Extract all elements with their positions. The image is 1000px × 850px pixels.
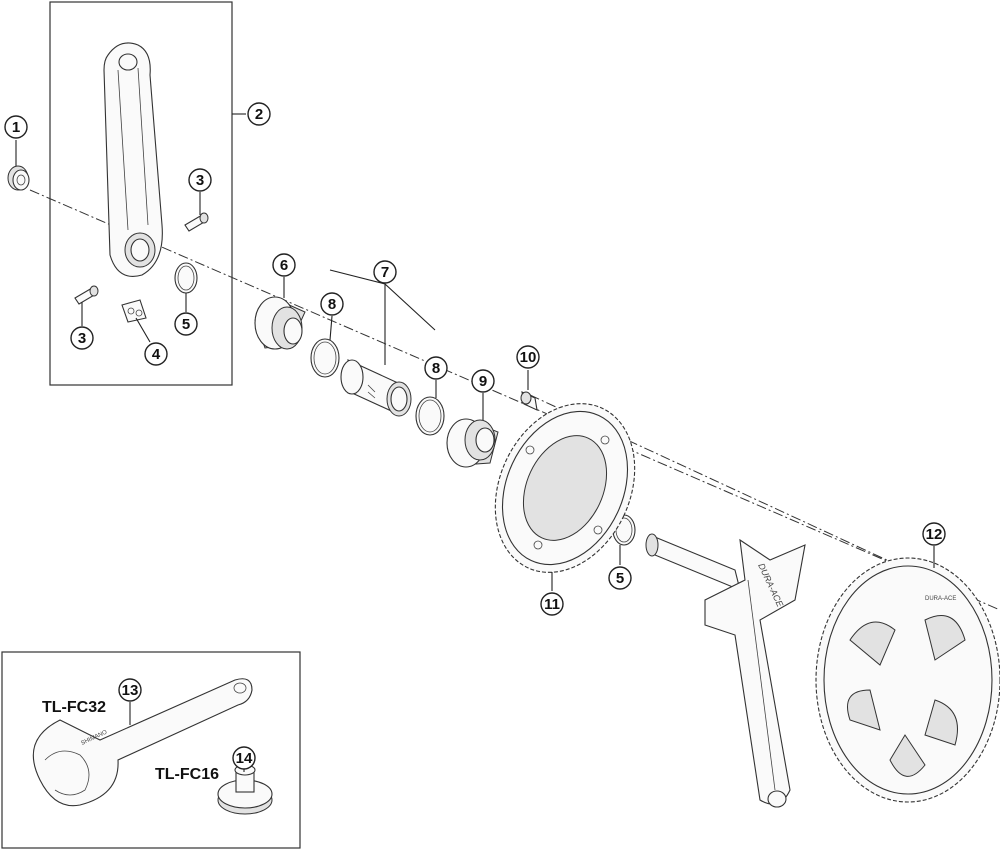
callout-10: 10: [516, 345, 540, 369]
tool-label-tl-fc16: TL-FC16: [155, 766, 219, 783]
outer-chainring: DURA-ACE: [815, 557, 1000, 803]
svg-text:2: 2: [255, 106, 263, 123]
callout-6: 6: [272, 253, 296, 277]
o-ring-left: [310, 338, 340, 378]
svg-text:13: 13: [122, 682, 139, 699]
svg-text:14: 14: [236, 750, 253, 767]
svg-text:8: 8: [432, 360, 440, 377]
leader-lines: [15, 113, 935, 772]
svg-text:5: 5: [616, 570, 624, 587]
callout-13: 13: [118, 678, 142, 702]
callout-8-right: 8: [424, 356, 448, 380]
svg-text:1: 1: [12, 119, 20, 136]
stopper-plate: [121, 299, 147, 323]
callout-3-upper: 3: [188, 168, 212, 192]
callout-2: 2: [247, 102, 271, 126]
tl-fc16-tool: [217, 764, 273, 815]
left-crank-arm: [103, 42, 163, 277]
tools-box: [1, 651, 301, 849]
svg-text:11: 11: [544, 596, 560, 613]
svg-text:4: 4: [152, 346, 161, 363]
tl-fc32-wrench: SHIMANO: [32, 678, 253, 807]
chainring-bolt: [520, 391, 538, 411]
callout-8-left: 8: [320, 292, 344, 316]
crank-cap: [7, 165, 30, 191]
callout-9: 9: [471, 369, 495, 393]
bb-cup-right: [446, 418, 499, 468]
svg-text:7: 7: [381, 264, 389, 281]
inner-chainring: [494, 403, 636, 573]
callout-5-right: 5: [608, 566, 632, 590]
svg-text:12: 12: [926, 526, 943, 543]
callout-4: 4: [144, 342, 168, 366]
svg-text:9: 9: [479, 373, 487, 390]
spacer-ring-left: [174, 262, 198, 294]
callout-11: 11: [540, 592, 564, 616]
crank-bolt-upper: [184, 212, 209, 232]
callout-7: 7: [373, 260, 397, 284]
left-crank-group-box: [49, 1, 233, 386]
svg-text:8: 8: [328, 296, 336, 313]
o-ring-right: [415, 396, 445, 436]
callout-14: 14: [232, 746, 256, 770]
svg-text:3: 3: [78, 330, 86, 347]
crank-bolt-lower: [74, 285, 99, 305]
callout-12: 12: [922, 522, 946, 546]
bb-cup-left: [254, 296, 306, 350]
svg-text:3: 3: [196, 172, 204, 189]
svg-text:6: 6: [280, 257, 288, 274]
svg-text:5: 5: [182, 316, 190, 333]
svg-text:10: 10: [520, 349, 537, 366]
callout-3-lower: 3: [70, 326, 94, 350]
callout-1: 1: [4, 115, 28, 139]
ring-brand-marking: DURA-ACE: [925, 596, 956, 602]
tool-label-tl-fc32: TL-FC32: [42, 699, 106, 716]
right-crank-with-spindle: DURA-ACE: [645, 533, 806, 808]
inner-cover-sleeve: [340, 359, 412, 417]
callout-5-left: 5: [174, 312, 198, 336]
